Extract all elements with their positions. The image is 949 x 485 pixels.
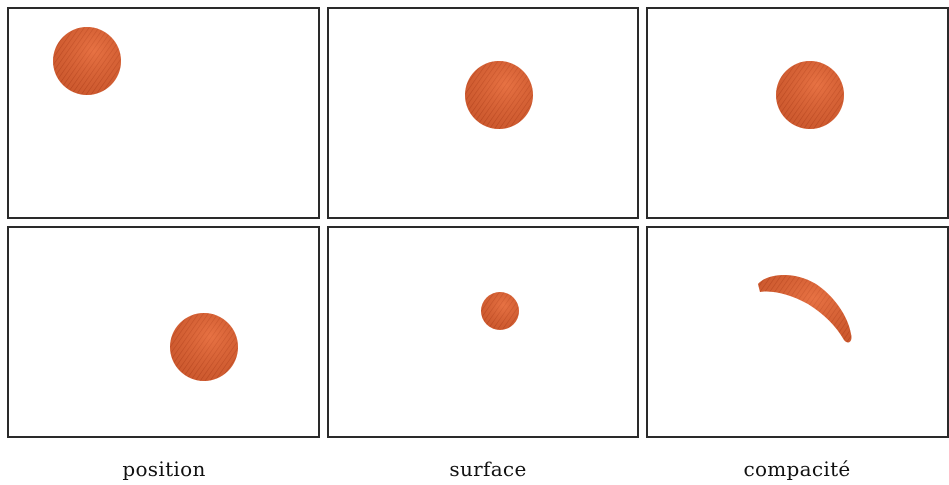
- panel-position-bottom: [7, 226, 320, 438]
- blob-circle: [329, 9, 637, 217]
- blob-circle: [9, 228, 318, 436]
- caption-position: position: [64, 457, 264, 481]
- caption-compacite: compacité: [697, 457, 897, 481]
- blob-small-circle: [329, 228, 637, 436]
- caption-surface: surface: [388, 457, 588, 481]
- panel-surface-top: [327, 7, 639, 219]
- blob-circle: [648, 9, 947, 217]
- panel-compacite-bottom: [646, 226, 949, 438]
- blob-circle: [9, 9, 318, 217]
- blob-elongated: [648, 228, 947, 436]
- panel-compacite-top: [646, 7, 949, 219]
- panel-surface-bottom: [327, 226, 639, 438]
- panel-position-top: [7, 7, 320, 219]
